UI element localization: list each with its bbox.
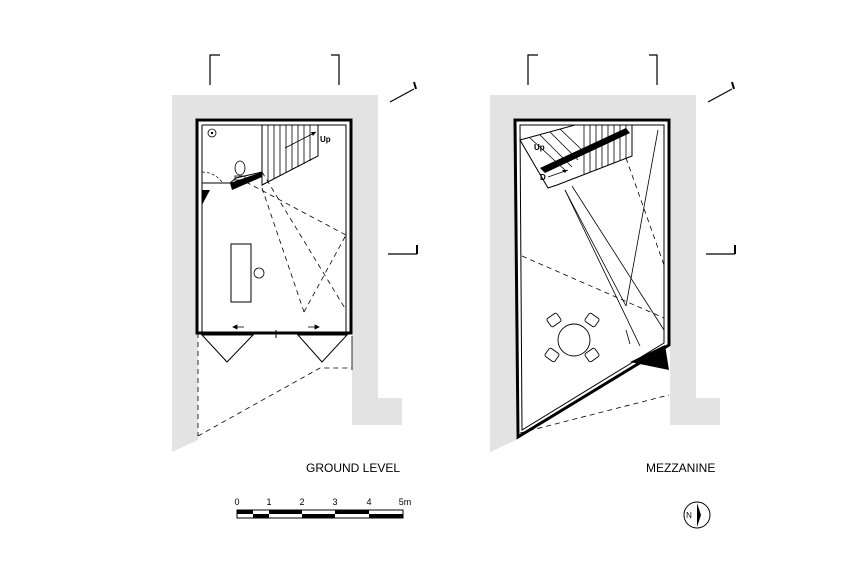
scale-tick-label: 0 xyxy=(234,497,239,507)
mezzanine-slab-outline xyxy=(513,118,671,440)
scale-tick-label: 1 xyxy=(266,497,271,507)
ground-level-plan: Up xyxy=(172,54,418,475)
sink-icon xyxy=(207,128,217,138)
ground-level-title: GROUND LEVEL xyxy=(306,461,400,475)
mezzanine-dashed-lines xyxy=(519,157,670,434)
scale-tick-label: 4 xyxy=(366,497,371,507)
north-arrow-icon: N xyxy=(683,501,711,529)
scale-tick-label: 3 xyxy=(332,497,337,507)
ground-column xyxy=(253,267,265,279)
mezzanine-stair-up-label: Up xyxy=(534,143,545,152)
mezzanine-dining-set xyxy=(544,312,600,363)
mezzanine-wall-mass xyxy=(490,95,720,452)
ground-section-markers xyxy=(209,54,418,255)
mezzanine-title: MEZZANINE xyxy=(646,461,715,475)
ground-bathroom xyxy=(201,125,263,205)
ground-sliding-arrows xyxy=(232,324,320,330)
ground-entry-doors xyxy=(200,334,349,363)
mezzanine-stair: Up D xyxy=(519,124,633,189)
mezzanine-stair-down-label: D xyxy=(540,173,546,182)
toilet-icon xyxy=(234,160,246,176)
scale-bar: 0 1 2 3 4 5m xyxy=(234,497,412,519)
mezzanine-void-lines xyxy=(564,129,665,347)
ground-stair: Up xyxy=(261,124,331,186)
ground-counter xyxy=(230,243,252,303)
north-label: N xyxy=(686,511,692,520)
ground-stair-up-label: Up xyxy=(320,135,331,144)
scale-tick-label: 5m xyxy=(399,497,412,507)
scale-tick-label: 2 xyxy=(299,497,304,507)
mezzanine-section-markers xyxy=(527,54,736,255)
ground-wall-mass xyxy=(172,95,402,452)
ground-overhead-lines xyxy=(197,171,352,437)
mezzanine-plan: Up D xyxy=(490,54,736,475)
